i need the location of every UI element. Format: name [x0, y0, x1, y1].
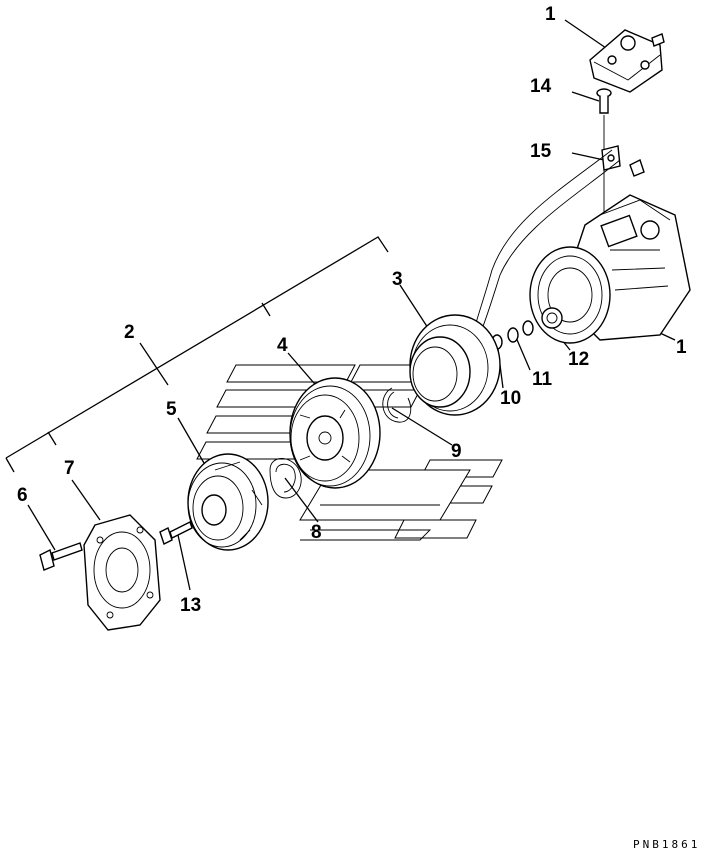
compressor-body — [529, 194, 691, 344]
callout-10: 10 — [500, 388, 521, 409]
callout-1-right: 1 — [676, 337, 687, 358]
callout-labels: 1 14 15 3 2 4 1 12 11 10 5 9 7 6 8 13 — [17, 4, 687, 616]
callout-6: 6 — [17, 485, 28, 506]
callout-9: 9 — [451, 441, 462, 462]
callout-13: 13 — [180, 595, 201, 616]
snap-ring — [382, 387, 412, 423]
callout-15: 15 — [530, 141, 552, 162]
callout-11: 11 — [532, 369, 553, 390]
drawing-code: PNB1861 — [633, 838, 700, 851]
pulley-rotor — [289, 377, 381, 489]
grouping-bracket — [5, 236, 389, 473]
cover-plate — [83, 514, 161, 631]
callout-8: 8 — [311, 522, 322, 543]
callout-12: 12 — [568, 349, 589, 370]
field-coil — [409, 314, 501, 416]
bolt-part-6 — [39, 542, 83, 571]
mounting-bracket-part — [589, 29, 665, 93]
shim-washers — [491, 320, 534, 350]
callout-1-top: 1 — [545, 4, 556, 25]
callout-2: 2 — [124, 322, 135, 343]
wire-harness-part — [473, 145, 645, 335]
shim-plate — [269, 458, 302, 499]
callout-7: 7 — [64, 458, 75, 479]
callout-5: 5 — [166, 399, 177, 420]
callout-3: 3 — [392, 269, 403, 290]
callout-4: 4 — [277, 335, 288, 356]
armature-hub — [187, 453, 269, 551]
bolt-part-13 — [159, 521, 193, 545]
callout-14: 14 — [530, 76, 552, 97]
leader-lines — [27, 19, 676, 591]
